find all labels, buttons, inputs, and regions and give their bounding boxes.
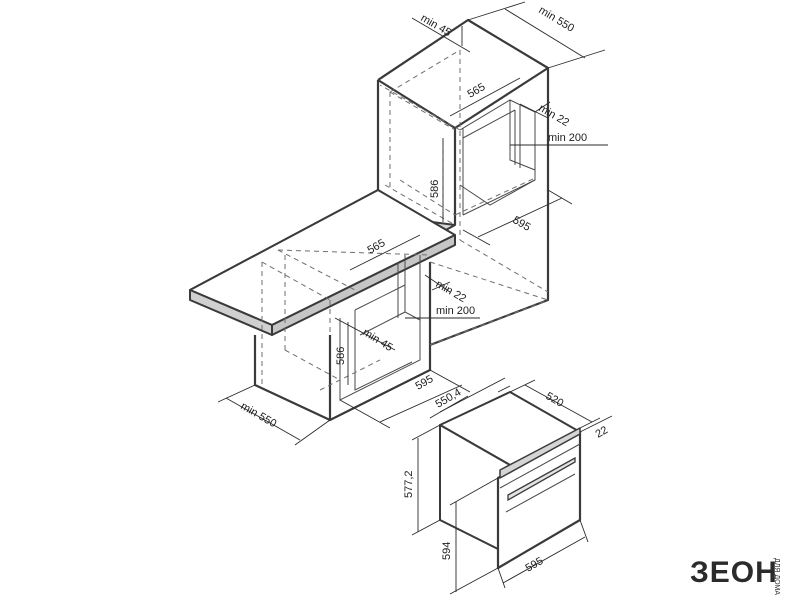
- countertop: [189, 189, 456, 336]
- oven-dimensions: 550,4 520 22 577,2 594 595: [403, 377, 613, 595]
- dim-upper-height: 586: [429, 180, 441, 198]
- dim-upper-side-gap: min 22: [537, 102, 572, 129]
- dim-upper-top-gap: min 45: [419, 12, 454, 39]
- dim-oven-front-width: 595: [524, 555, 546, 575]
- dim-lower-top-gap: min 45: [360, 326, 394, 354]
- dim-oven-depth-body: 520: [544, 390, 566, 410]
- brand-logo: ЗЕОН ДЛЯ ДОМА: [690, 556, 780, 595]
- dim-oven-body-height: 577,2: [403, 470, 415, 498]
- brand-logo-tagline: ДЛЯ ДОМА: [773, 558, 780, 595]
- dim-lower-depth: min 550: [239, 400, 279, 430]
- oven: [439, 391, 582, 570]
- dim-lower-back-gap: min 200: [436, 305, 475, 317]
- dim-lower-height: 586: [335, 347, 347, 365]
- dim-oven-front-height: 594: [441, 542, 453, 560]
- dim-lower-side-gap: min 22: [434, 278, 469, 305]
- brand-logo-text: ЗЕОН: [690, 556, 778, 589]
- dim-upper-back-gap: min 200: [548, 132, 587, 144]
- dim-upper-depth: min 550: [536, 4, 576, 34]
- dim-upper-width: 595: [511, 214, 533, 234]
- dim-oven-front-thickness: 22: [594, 424, 611, 441]
